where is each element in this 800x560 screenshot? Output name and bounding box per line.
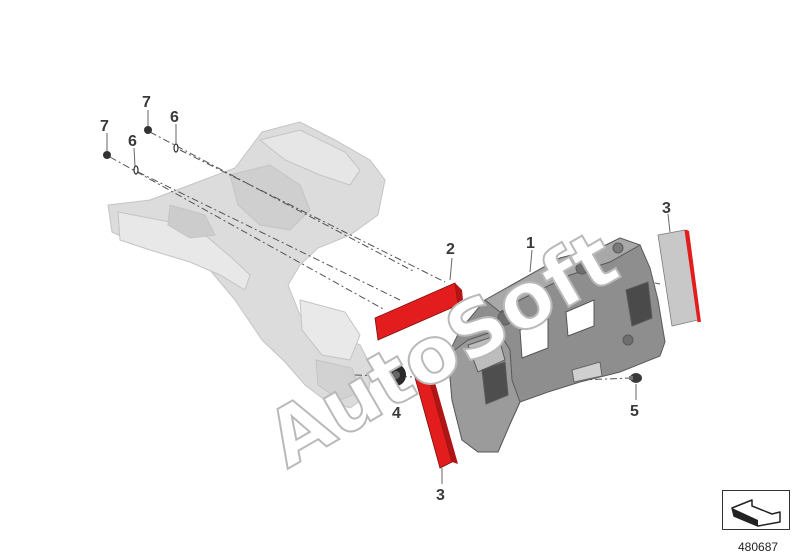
diagram-number: 480687 bbox=[738, 540, 779, 554]
plate-holder-1 bbox=[447, 237, 666, 453]
small-parts-6-7 bbox=[103, 126, 179, 175]
reflector-3-lower bbox=[413, 367, 458, 469]
callout-7-left: 7 bbox=[100, 118, 109, 135]
callout-6-left: 6 bbox=[128, 133, 137, 150]
callout-numbers: 7 6 7 6 2 1 3 4 5 3 bbox=[100, 94, 671, 504]
callout-5: 5 bbox=[630, 403, 639, 420]
callout-1: 1 bbox=[526, 235, 535, 252]
grommet-4 bbox=[386, 364, 406, 386]
ghost-bracket bbox=[107, 121, 386, 409]
callout-7-top: 7 bbox=[142, 94, 151, 111]
callout-6-top: 6 bbox=[170, 109, 179, 126]
reflector-2 bbox=[374, 282, 464, 341]
callout-4: 4 bbox=[392, 405, 401, 422]
reflector-3-right bbox=[657, 229, 701, 327]
return-arrow-icon[interactable] bbox=[722, 490, 790, 530]
callout-3-right: 3 bbox=[662, 200, 671, 217]
callout-leaders bbox=[106, 110, 671, 484]
callout-3-lower: 3 bbox=[436, 487, 445, 504]
callout-2: 2 bbox=[446, 241, 455, 258]
screw-5 bbox=[629, 373, 642, 383]
